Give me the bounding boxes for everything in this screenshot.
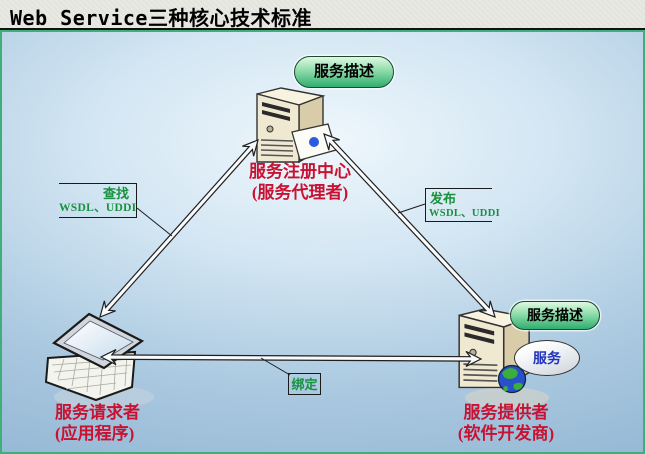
publish-leader-line bbox=[397, 203, 426, 214]
title-bar: Web Service三种核心技术标准 bbox=[0, 0, 645, 30]
provider-subtitle: (软件开发商) bbox=[457, 424, 555, 443]
registry-title: 服务注册中心 bbox=[249, 162, 351, 181]
requester-title: 服务请求者 bbox=[55, 403, 140, 422]
provider-description-bubble: 服务描述 bbox=[510, 301, 600, 330]
registry-subtitle: (服务代理者) bbox=[251, 183, 349, 202]
bind-leader-line bbox=[260, 357, 291, 376]
bind-action-label: 绑定 bbox=[291, 377, 318, 392]
provider-caption: 服务提供者 (软件开发商) bbox=[443, 402, 569, 444]
registry-server-icon bbox=[256, 87, 337, 163]
publish-arrow bbox=[323, 133, 496, 318]
find-arrow bbox=[99, 138, 259, 319]
find-leader-line bbox=[136, 207, 173, 237]
diagram-canvas: 服务描述 服务描述 服务 查找 WSDL、UDDI 发布 WSDL、UDDI 绑… bbox=[0, 30, 645, 454]
publish-action-label: 发布 bbox=[430, 191, 457, 206]
globe-icon bbox=[497, 364, 527, 394]
publish-label-box: 发布 WSDL、UDDI bbox=[425, 188, 500, 222]
provider-shadow bbox=[465, 387, 549, 409]
registry-caption: 服务注册中心 (服务代理者) bbox=[237, 161, 363, 203]
find-standards-label: WSDL、UDDI bbox=[59, 202, 137, 214]
requester-subtitle: (应用程序) bbox=[55, 424, 135, 443]
provider-service-bubble: 服务 bbox=[514, 340, 580, 376]
find-label-box: 查找 WSDL、UDDI bbox=[59, 183, 137, 218]
publish-standards-label: WSDL、UDDI bbox=[429, 208, 500, 219]
page-title: Web Service三种核心技术标准 bbox=[10, 6, 312, 30]
provider-service-label: 服务 bbox=[533, 350, 561, 366]
registry-description-label: 服务描述 bbox=[313, 63, 374, 80]
provider-description-label: 服务描述 bbox=[527, 307, 583, 323]
title-divider bbox=[0, 28, 645, 30]
bind-label-box: 绑定 bbox=[288, 373, 321, 395]
registry-description-bubble: 服务描述 bbox=[294, 56, 394, 88]
requester-caption: 服务请求者 (应用程序) bbox=[55, 402, 171, 444]
find-action-label: 查找 bbox=[102, 186, 129, 201]
bind-arrow bbox=[99, 349, 483, 367]
diagram-graphics bbox=[44, 87, 549, 409]
provider-title: 服务提供者 bbox=[463, 403, 549, 422]
